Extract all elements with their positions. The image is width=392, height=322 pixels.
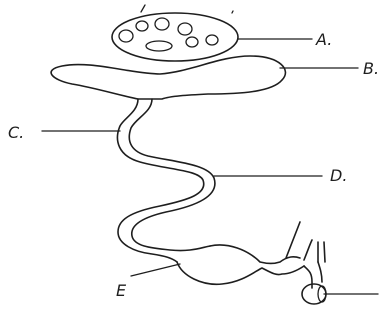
label-d: D. [330,166,347,185]
stray-mark [232,11,233,13]
terminal-cup [302,284,326,304]
part-d-tube-wall-right [129,99,215,251]
label-a: A. [315,30,332,49]
stray-mark [141,5,145,12]
part-e-bulb [177,262,304,284]
label-e: E [116,281,127,300]
part-e-bulb-top [210,245,300,264]
upper-duct-right [304,240,312,260]
upper-duct [286,222,300,258]
terminal-stalk-right [318,262,322,282]
label-b: B. [363,59,379,78]
label-c: C. [8,123,24,142]
leader-line-e [131,264,180,276]
part-c-tube-wall-left [117,99,203,262]
side-duct-right [324,242,325,262]
part-a-oval [112,13,238,61]
part-b-body [51,56,285,99]
